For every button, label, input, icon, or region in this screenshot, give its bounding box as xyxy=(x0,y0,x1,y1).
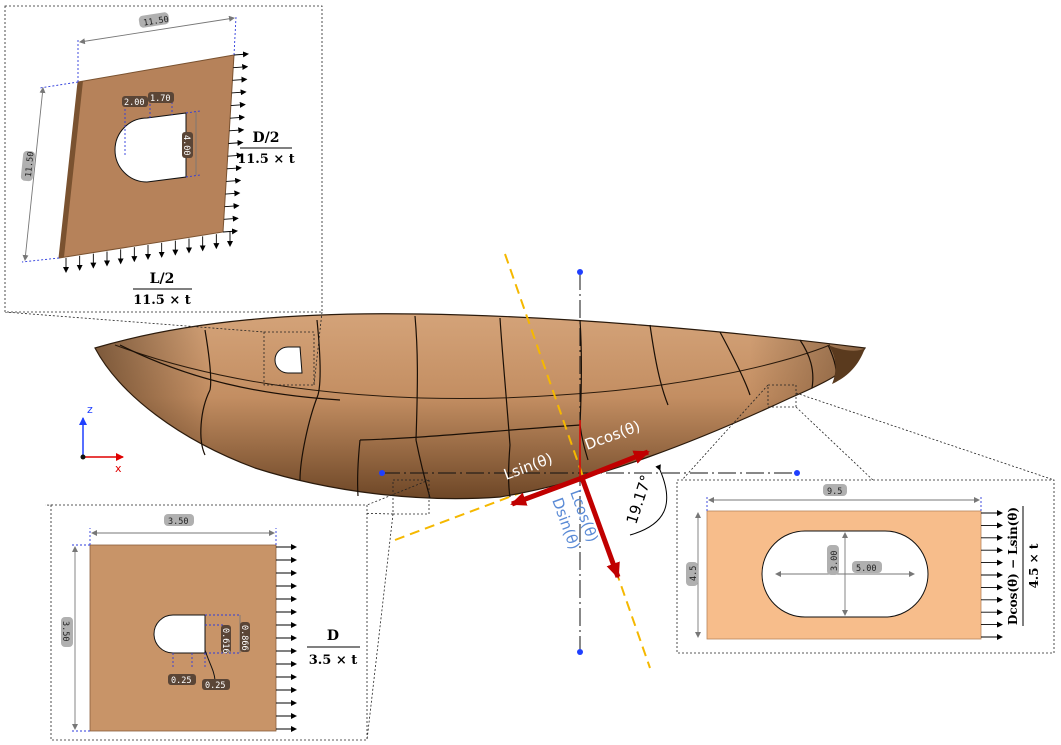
dim-top-width: 11.50 xyxy=(138,12,170,29)
load-arrow xyxy=(226,165,242,172)
svg-text:4.00: 4.00 xyxy=(181,135,191,155)
svg-text:0.866: 0.866 xyxy=(239,625,249,651)
svg-text:3.00: 3.00 xyxy=(830,551,840,571)
svg-text:9.5: 9.5 xyxy=(827,487,842,497)
dim-bl-b: 0.25 xyxy=(202,679,230,691)
load-arrows-right xyxy=(222,51,249,235)
load-arrow xyxy=(227,152,243,159)
bl-load-numerator: D xyxy=(327,628,339,644)
wing-model xyxy=(94,313,867,541)
dim-top-a: 2.00 xyxy=(122,96,148,108)
angle-arc xyxy=(629,464,668,536)
axis-z-label: z xyxy=(87,403,93,416)
wing-tip xyxy=(828,345,865,384)
load-right-denominator: 11.5 × t xyxy=(237,152,295,167)
arrow-lcos xyxy=(579,477,621,579)
arrow-lsin xyxy=(510,475,583,507)
angle-label: 19.17° xyxy=(623,473,656,527)
dim-br-slot-w: 5.00 xyxy=(852,561,882,574)
br-load-denominator: 4.5 × t xyxy=(1027,543,1041,588)
dim-top-height: 11.50 xyxy=(20,150,37,182)
br-load-numerator: Dcos(θ) − Lsin(θ) xyxy=(1006,507,1020,625)
inset-bottom-left: 3.50 3.50 0.25 0.25 0.616 0.866 D 3.5 × … xyxy=(50,504,368,741)
bl-load-denominator: 3.5 × t xyxy=(309,653,358,668)
svg-text:3.50: 3.50 xyxy=(168,517,188,527)
svg-text:11.50: 11.50 xyxy=(24,151,37,177)
load-arrow xyxy=(222,228,238,235)
dim-bl-c: 0.616 xyxy=(220,625,231,654)
dim-top-b: 1.70 xyxy=(148,92,174,104)
svg-text:3.50: 3.50 xyxy=(60,621,70,641)
wing-body-shade xyxy=(95,313,865,499)
inset-bottom-right: 9.5 4.5 5.00 3.00 Dcos(θ) − Lsin(θ) 4.5 … xyxy=(676,479,1055,654)
wing-zoom-box-bl xyxy=(392,479,430,515)
load-arrow xyxy=(230,101,246,108)
wing-leading-edge xyxy=(114,344,831,399)
plate-hole xyxy=(114,112,187,183)
inset-top-left: 11.50 11.50 2.00 1.70 4.00 D/2 11.5 × t … xyxy=(4,5,323,313)
load-right-numerator: D/2 xyxy=(253,130,280,146)
load-arrow xyxy=(226,177,242,184)
load-arrow xyxy=(231,89,247,96)
load-arrows-right-bl xyxy=(276,544,297,732)
plate-hole-bl xyxy=(153,614,206,654)
load-arrow xyxy=(233,51,249,58)
svg-text:4.5: 4.5 xyxy=(689,566,699,581)
load-arrow xyxy=(229,127,245,134)
dim-bl-height: 3.50 xyxy=(60,617,73,647)
load-bottom-numerator: L/2 xyxy=(150,271,175,287)
axis-x-label: x xyxy=(115,462,122,475)
load-bottom-denominator: 11.5 × t xyxy=(133,293,191,308)
axis-point-bottom xyxy=(577,649,583,655)
dim-bl-d: 0.866 xyxy=(239,622,250,652)
axis-point-left xyxy=(379,470,385,476)
coordinate-triad: z x xyxy=(79,403,124,475)
svg-text:1.70: 1.70 xyxy=(150,94,170,104)
load-arrow xyxy=(230,114,246,121)
dim-br-height: 4.5 xyxy=(686,562,699,586)
load-arrow xyxy=(228,139,244,146)
axis-point-right xyxy=(794,470,800,476)
svg-text:0.25: 0.25 xyxy=(205,681,225,691)
load-arrow xyxy=(233,64,249,70)
dim-bl-a: 0.25 xyxy=(168,674,196,686)
dim-br-width: 9.5 xyxy=(823,484,847,497)
wing-zoom-box-top xyxy=(263,331,315,386)
svg-text:2.00: 2.00 xyxy=(124,98,144,108)
svg-text:0.25: 0.25 xyxy=(171,676,191,686)
load-arrows-bottom xyxy=(63,232,233,273)
dim-br-slot-h: 3.00 xyxy=(827,545,840,575)
arrow-dcos xyxy=(581,449,650,481)
dim-bl-width: 3.50 xyxy=(164,514,194,527)
wing-hole xyxy=(274,346,303,374)
dim-top-c: 4.00 xyxy=(181,132,193,158)
load-arrows-right-br xyxy=(981,510,1003,640)
load-arrow xyxy=(232,76,248,83)
svg-text:0.616: 0.616 xyxy=(220,628,230,654)
load-arrow xyxy=(223,215,239,222)
axis-point-top xyxy=(577,269,583,275)
svg-text:5.00: 5.00 xyxy=(856,564,876,574)
load-arrow xyxy=(225,190,241,197)
wing-zoom-box-br xyxy=(767,384,797,408)
svg-text:11.50: 11.50 xyxy=(143,15,170,29)
rotated-axis-dashed xyxy=(504,253,651,669)
load-arrow xyxy=(224,203,240,210)
